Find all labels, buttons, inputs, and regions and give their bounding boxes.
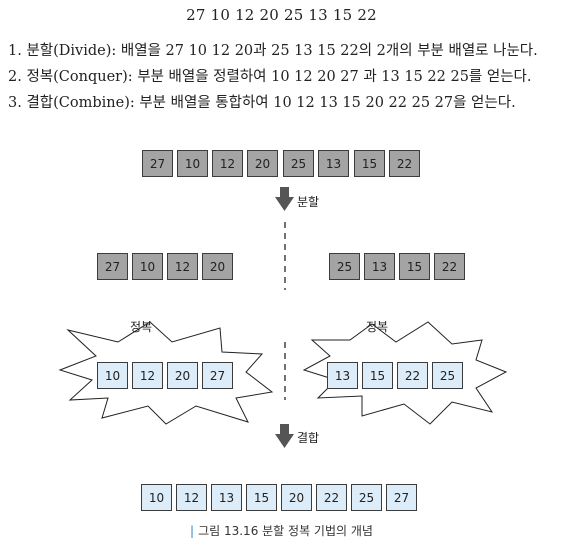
step-conquer: 2. 정복(Conquer): 부분 배열을 정렬하여 10 12 20 27 … xyxy=(8,69,532,85)
array-cell: 15 xyxy=(246,484,277,511)
array-cell: 20 xyxy=(281,484,312,511)
array-cell: 15 xyxy=(362,362,393,389)
array-cell: 27 xyxy=(202,362,233,389)
top-sequence: 27 10 12 20 25 13 15 22 xyxy=(186,6,377,24)
array-cell: 22 xyxy=(316,484,347,511)
array-cell: 25 xyxy=(329,253,360,280)
conquer-left-cloud-icon xyxy=(58,321,274,425)
conquer-left-label: 정복 xyxy=(130,320,153,334)
array-cell: 22 xyxy=(434,253,465,280)
figure-caption: |그림 13.16 분할 정복 기법의 개념 xyxy=(0,522,563,539)
array-cell: 10 xyxy=(177,150,208,177)
array-cell: 25 xyxy=(283,150,314,177)
array-cell: 27 xyxy=(386,484,417,511)
array-cell: 15 xyxy=(354,150,385,177)
combine-label: 결합 xyxy=(297,431,320,445)
array-cell: 13 xyxy=(364,253,395,280)
array-cell: 10 xyxy=(132,253,163,280)
array-cell: 12 xyxy=(132,362,163,389)
array-cell: 13 xyxy=(318,150,349,177)
array-cell: 12 xyxy=(176,484,207,511)
caption-text: 그림 13.16 분할 정복 기법의 개념 xyxy=(198,524,373,538)
array-cell: 12 xyxy=(167,253,198,280)
array-cell: 15 xyxy=(399,253,430,280)
array-cell: 22 xyxy=(397,362,428,389)
array-cell: 12 xyxy=(212,150,243,177)
conquer-right-label: 정복 xyxy=(366,320,389,334)
combine-arrow-icon xyxy=(275,424,294,448)
array-cell: 20 xyxy=(247,150,278,177)
array-cell: 27 xyxy=(97,253,128,280)
array-cell: 25 xyxy=(351,484,382,511)
step-list: 1. 분할(Divide): 배열을 27 10 12 20과 25 13 15… xyxy=(8,38,538,116)
step-divide: 1. 분할(Divide): 배열을 27 10 12 20과 25 13 15… xyxy=(8,43,538,59)
array-cell: 27 xyxy=(142,150,173,177)
array-cell: 10 xyxy=(141,484,172,511)
array-cell: 20 xyxy=(202,253,233,280)
step-combine: 3. 결합(Combine): 부분 배열을 통합하여 10 12 13 15 … xyxy=(8,95,516,111)
array-cell: 10 xyxy=(97,362,128,389)
array-cell: 13 xyxy=(327,362,358,389)
divide-arrow-icon xyxy=(275,187,294,211)
array-cell: 22 xyxy=(389,150,420,177)
array-cell: 20 xyxy=(167,362,198,389)
array-cell: 25 xyxy=(432,362,463,389)
caption-bar: | xyxy=(190,524,195,538)
divide-label: 분할 xyxy=(297,195,320,209)
array-cell: 13 xyxy=(211,484,242,511)
